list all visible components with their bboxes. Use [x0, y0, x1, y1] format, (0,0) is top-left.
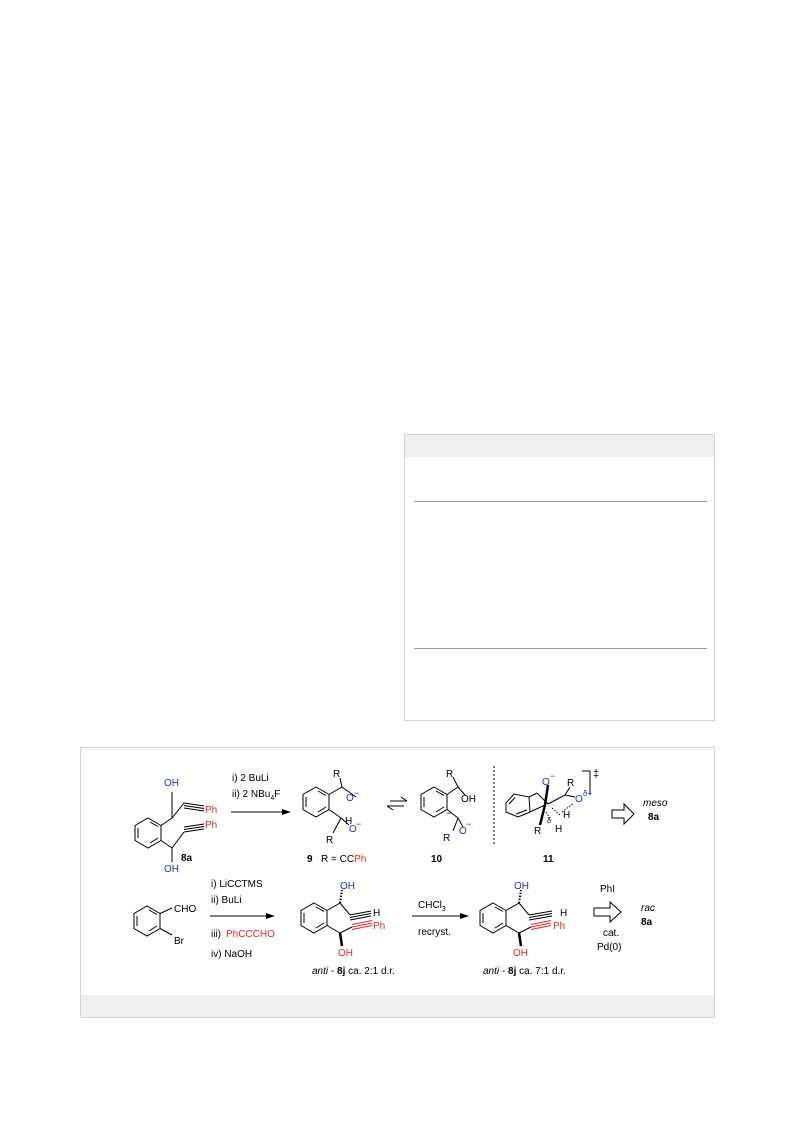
compound-label-11: 11 — [543, 854, 554, 865]
table-caption-bar — [405, 435, 714, 457]
partial-charge: δ — [547, 818, 551, 825]
compound-label-10: 10 — [431, 854, 443, 865]
atom-R: R — [326, 835, 333, 846]
scheme-highlight-bonds — [351, 920, 552, 930]
reagent-line: iii)PhCCCHO — [211, 929, 275, 940]
atom-O: O — [542, 777, 550, 788]
atom-OH: OH — [513, 948, 528, 959]
reagent-line: iv) NaOH — [211, 949, 252, 960]
molecule-8a — [134, 792, 205, 862]
compound-label-8a: 8a — [648, 812, 660, 823]
product-meso: meso — [643, 798, 668, 809]
molecule-2-bromobenzaldehyde — [133, 905, 173, 937]
atom-H: H — [555, 824, 562, 835]
atom-O: O — [346, 793, 354, 804]
table-panel — [404, 434, 715, 721]
partial-charge: δ− — [583, 789, 592, 798]
atom-O: O — [349, 824, 357, 835]
scheme-panel — [80, 747, 715, 1018]
reagent-line: CHCl3 — [418, 900, 446, 913]
atom-Ph: Ph — [205, 820, 217, 831]
reagent-line: i) 2 BuLi — [232, 773, 269, 784]
atom-R: R — [446, 769, 453, 780]
molecule-11 — [505, 770, 591, 826]
scheme-caption-bar — [81, 995, 714, 1017]
compound-9-definition: R = CCPh — [321, 854, 366, 865]
reagent-line: PhI — [600, 884, 615, 895]
charge-minus: − — [446, 808, 451, 818]
atom-OH: OH — [338, 948, 353, 959]
compound-label-9: 9 — [307, 854, 313, 865]
group-CHO: CHO — [174, 904, 196, 915]
molecule-9 — [302, 777, 357, 834]
atom-R: R — [443, 833, 450, 844]
table-top-rule — [414, 501, 707, 502]
scheme-labels: OH Ph Ph OH 8a i) 2 BuLi ii) 2 NBu4F R O… — [164, 768, 668, 977]
atom-R: R — [567, 778, 574, 789]
compound-label-8a: 8a — [181, 853, 193, 864]
atom-R: R — [333, 769, 340, 780]
reagent-line: Pd(0) — [597, 942, 621, 953]
reagent-line: ii) BuLi — [211, 895, 242, 906]
molecule-anti-8j-b — [479, 889, 553, 947]
atom-OH: OH — [461, 794, 476, 805]
atom-Ph: Ph — [553, 921, 565, 932]
molecule-anti-8j-a — [300, 889, 372, 947]
atom-R: R — [534, 826, 541, 837]
compound-label-anti-8j: anti - 8j ca. 2:1 d.r. — [312, 966, 395, 977]
atom-H: H — [345, 816, 352, 827]
reagent-line: ii) 2 NBu4F — [232, 789, 280, 802]
compound-label-8a: 8a — [641, 917, 653, 928]
transition-state-dagger: ‡ — [593, 768, 599, 780]
charge-minus: − — [354, 788, 359, 798]
reagent-line: cat. — [603, 928, 619, 939]
atom-Br: Br — [174, 936, 185, 947]
atom-OH: OH — [514, 881, 529, 892]
atom-OH: OH — [340, 881, 355, 892]
compound-label-anti-8j: anti - 8j ca. 7:1 d.r. — [483, 966, 566, 977]
charge-minus: − — [550, 771, 555, 781]
charge-minus: − — [356, 819, 361, 829]
atom-Ph: Ph — [205, 805, 217, 816]
atom-OH: OH — [164, 778, 179, 789]
table-bottom-rule — [414, 648, 707, 649]
reagent-line: recryst. — [418, 927, 451, 938]
product-rac: rac — [641, 903, 655, 914]
charge-minus: − — [466, 819, 471, 829]
atom-Ph: Ph — [373, 921, 385, 932]
atom-H: H — [373, 908, 380, 919]
reagent-line: i) LiCCTMS — [211, 879, 263, 890]
atom-OH: OH — [164, 864, 179, 875]
molecule-10 — [420, 776, 466, 832]
scheme-bonds — [133, 766, 635, 947]
atom-O: O — [459, 826, 467, 837]
atom-H: H — [560, 908, 567, 919]
atom-H: H — [563, 810, 570, 821]
atom-O: O — [575, 794, 583, 805]
